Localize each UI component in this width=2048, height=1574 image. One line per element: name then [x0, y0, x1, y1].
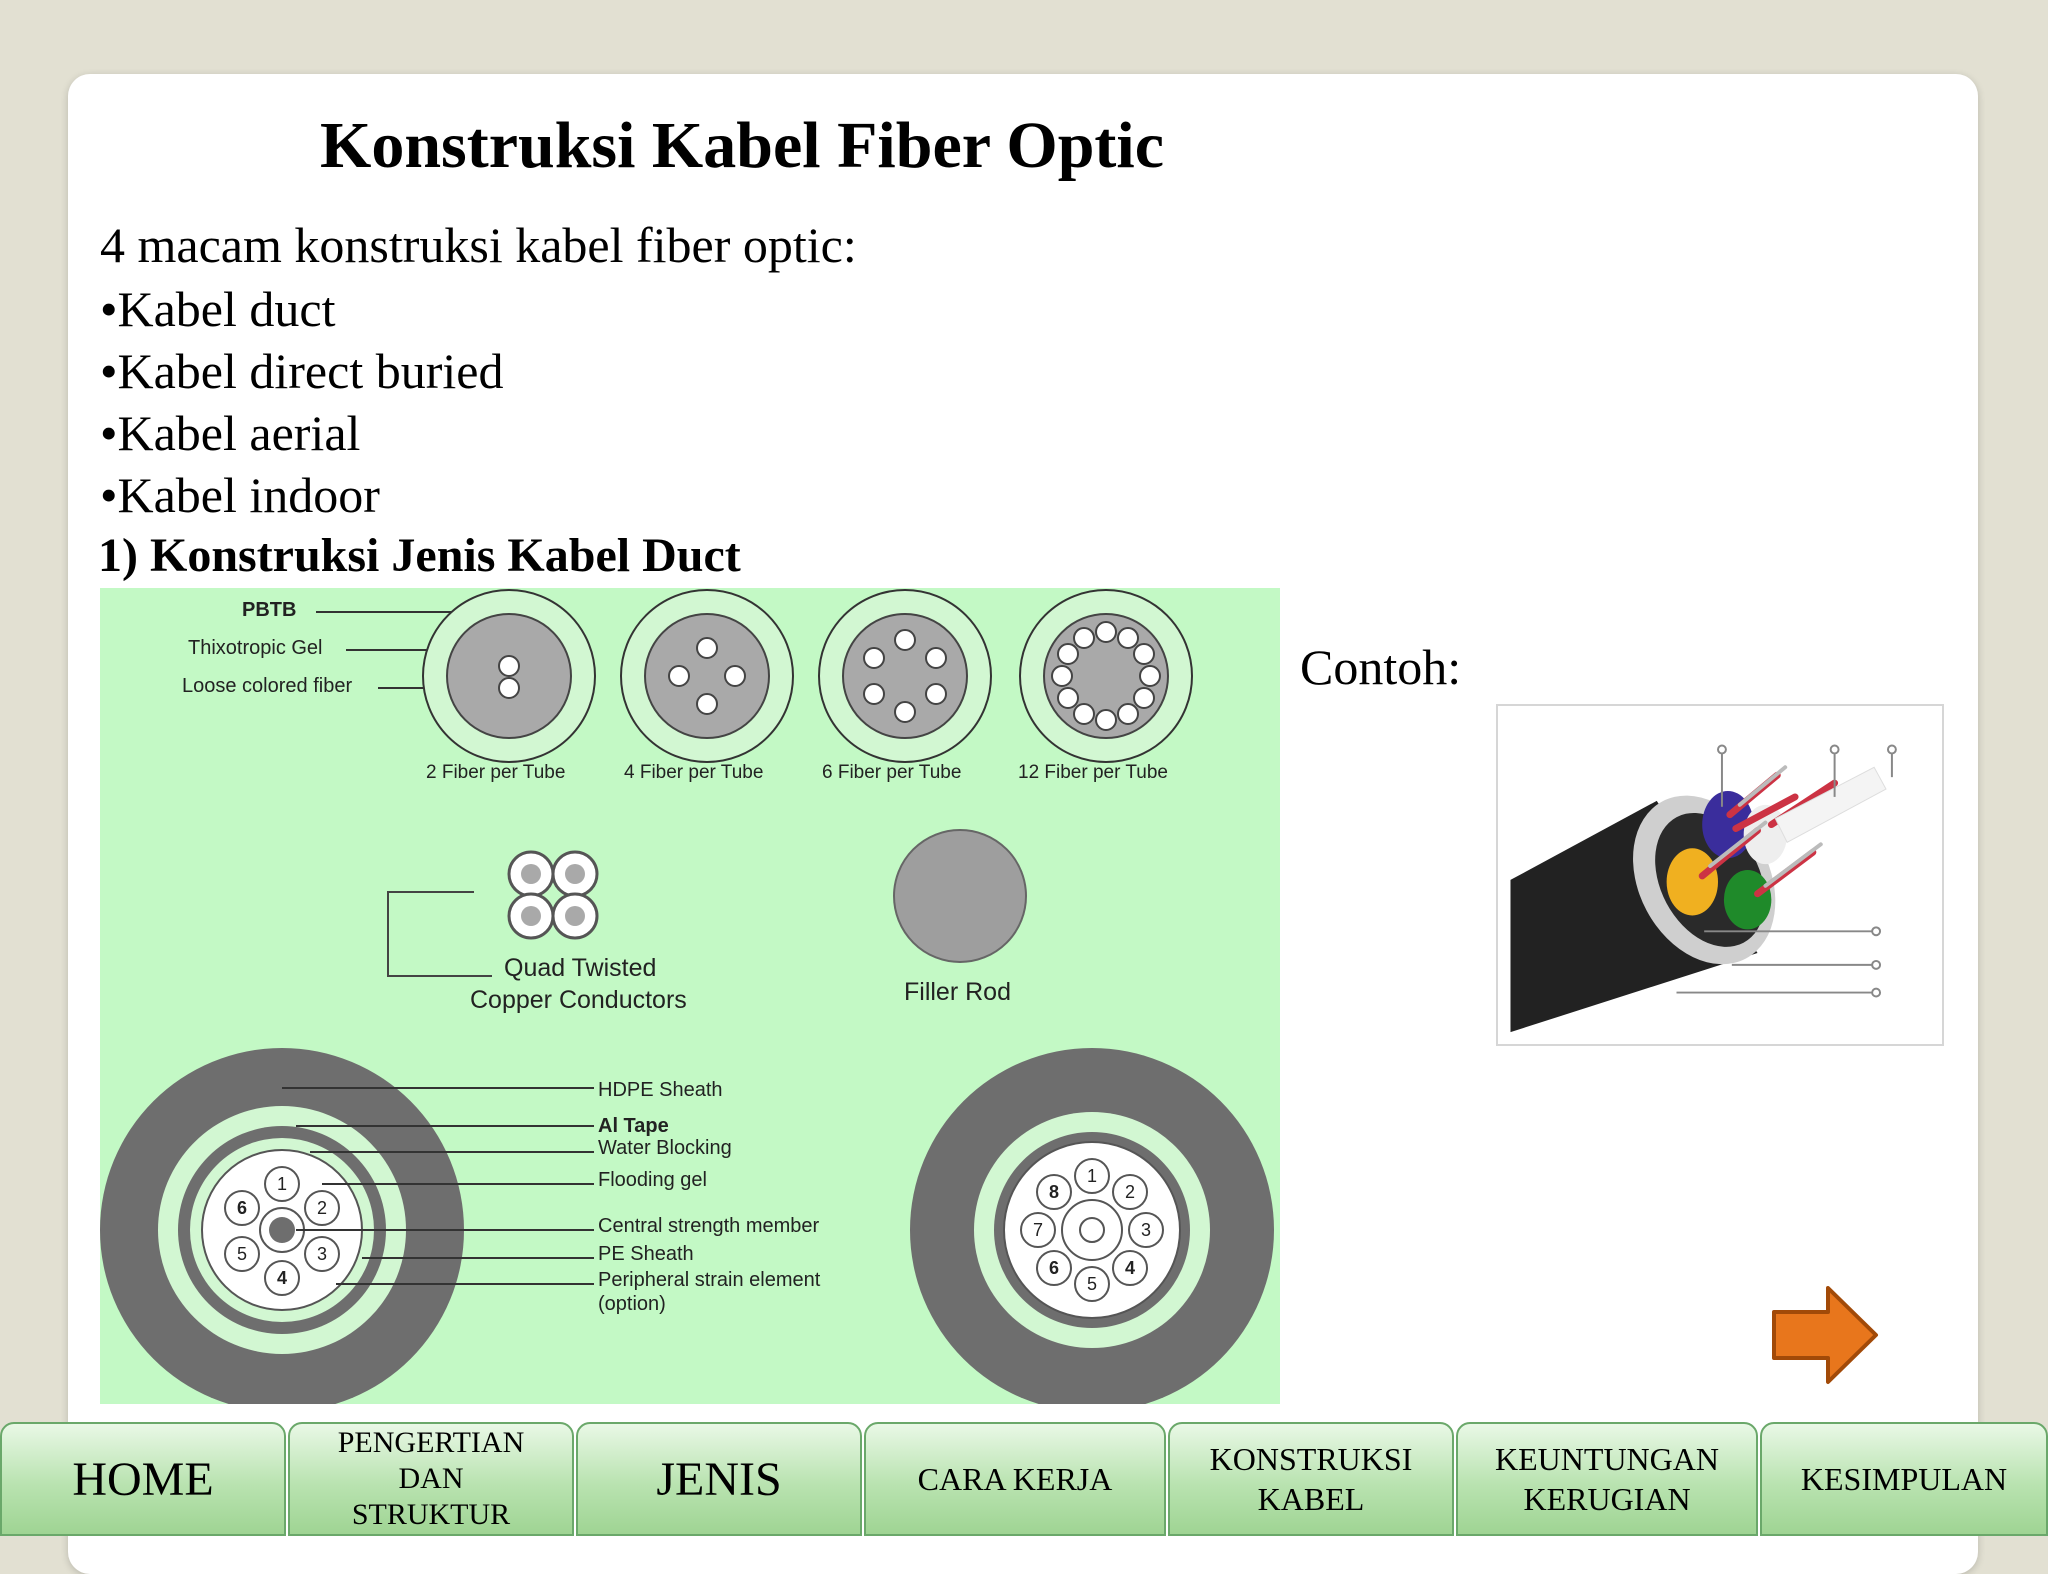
nav-label: PENGERTIAN [337, 1426, 525, 1459]
sheath-label: Peripheral strain element [598, 1269, 821, 1291]
filler-rod-icon [893, 829, 1027, 963]
next-slide-button[interactable] [1770, 1284, 1880, 1386]
tube-number: 2 [317, 1198, 327, 1218]
nav-label: KABEL [1257, 1481, 1365, 1517]
sheath-label: Flooding gel [598, 1169, 707, 1191]
tube-12-fiber [1019, 589, 1193, 763]
nav-konstruksi-button[interactable]: KONSTRUKSI KABEL [1168, 1422, 1454, 1536]
nav-label: KERUGIAN [1523, 1481, 1691, 1517]
list-item: •Kabel indoor [100, 467, 380, 523]
example-label: Contoh: [1300, 639, 1462, 695]
sheath-label: HDPE Sheath [598, 1079, 723, 1101]
tube-number: 7 [1033, 1220, 1043, 1240]
sheath-label: Water Blocking [598, 1137, 732, 1159]
bottom-navigation: HOME PENGERTIAN DAN STRUKTUR JENIS CARA … [0, 1422, 2048, 1536]
nav-kesimpulan-button[interactable]: KESIMPULAN [1760, 1422, 2048, 1536]
nav-label: KESIMPULAN [1800, 1461, 2008, 1497]
sheath-label: PE Sheath [598, 1243, 694, 1265]
nav-label: JENIS [656, 1452, 782, 1506]
tube-number: 8 [1049, 1182, 1059, 1202]
sheath-label: Al Tape [598, 1115, 669, 1137]
sheath-label: (option) [598, 1293, 666, 1315]
nav-cara-kerja-button[interactable]: CARA KERJA [864, 1422, 1166, 1536]
legend-fiber: Loose colored fiber [182, 675, 352, 697]
duct-cable-diagram-svg: PBTB Thixotropic Gel Loose colored fiber [100, 589, 1274, 1404]
list-item: •Kabel aerial [100, 405, 361, 461]
tube-number: 1 [277, 1174, 287, 1194]
nav-jenis-button[interactable]: JENIS [576, 1422, 862, 1536]
nav-label: STRUKTUR [351, 1498, 511, 1531]
tube-4-fiber [620, 589, 794, 763]
tube-number: 2 [1125, 1182, 1135, 1202]
tube-label: 4 Fiber per Tube [624, 762, 763, 783]
tube-number: 4 [1125, 1258, 1135, 1278]
slide-title: Konstruksi Kabel Fiber Optic [320, 109, 1165, 182]
nav-label: DAN [398, 1462, 464, 1495]
tube-number: 6 [237, 1198, 247, 1218]
cable-cross-section-6-tube: 1 2 3 4 5 6 [100, 1048, 464, 1404]
tube-number: 6 [1049, 1258, 1059, 1278]
nav-label: CARA KERJA [917, 1461, 1113, 1497]
cable-cross-section-8-tube: 1 2 3 4 5 6 7 8 [910, 1048, 1274, 1404]
tube-number: 5 [237, 1244, 247, 1264]
tube-label: 6 Fiber per Tube [822, 762, 961, 783]
tube-number: 3 [317, 1244, 327, 1264]
quad-label: Copper Conductors [470, 986, 687, 1014]
sheath-label: Central strength member [598, 1215, 820, 1237]
list-item: •Kabel direct buried [100, 343, 504, 399]
tube-label: 2 Fiber per Tube [426, 762, 565, 783]
list-item: •Kabel duct [100, 281, 336, 337]
tube-number: 5 [1087, 1274, 1097, 1294]
quad-twisted-copper-icon [387, 850, 599, 977]
construction-type-list: •Kabel duct •Kabel direct buried •Kabel … [100, 278, 503, 526]
nav-pengertian-button[interactable]: PENGERTIAN DAN STRUKTUR [288, 1422, 574, 1536]
right-arrow-icon [1772, 1286, 1878, 1384]
nav-label: KONSTRUKSI [1209, 1441, 1413, 1477]
quad-label: Quad Twisted [504, 954, 656, 982]
section-heading: 1) Konstruksi Jenis Kabel Duct [98, 529, 741, 582]
nav-home-button[interactable]: HOME [0, 1422, 286, 1536]
intro-text: 4 macam konstruksi kabel fiber optic: [100, 217, 857, 273]
tube-number: 4 [277, 1268, 287, 1288]
filler-label: Filler Rod [904, 978, 1011, 1006]
tube-label: 12 Fiber per Tube [1018, 762, 1168, 783]
tube-6-fiber [818, 589, 992, 763]
sheath-leader-lines [282, 1087, 594, 1285]
legend-pbtb: PBTB [242, 599, 296, 621]
nav-keuntungan-button[interactable]: KEUNTUNGAN KERUGIAN [1456, 1422, 1758, 1536]
tube-number: 3 [1141, 1220, 1151, 1240]
cable-photo [1496, 704, 1944, 1046]
fiber-cable-illustration [1498, 706, 1938, 1040]
nav-label: KEUNTUNGAN [1495, 1441, 1719, 1477]
tube-number: 1 [1087, 1166, 1097, 1186]
nav-label: HOME [72, 1452, 214, 1506]
duct-cable-diagram: PBTB Thixotropic Gel Loose colored fiber [100, 588, 1280, 1404]
tube-2-fiber [422, 589, 596, 763]
legend-gel: Thixotropic Gel [188, 637, 323, 659]
